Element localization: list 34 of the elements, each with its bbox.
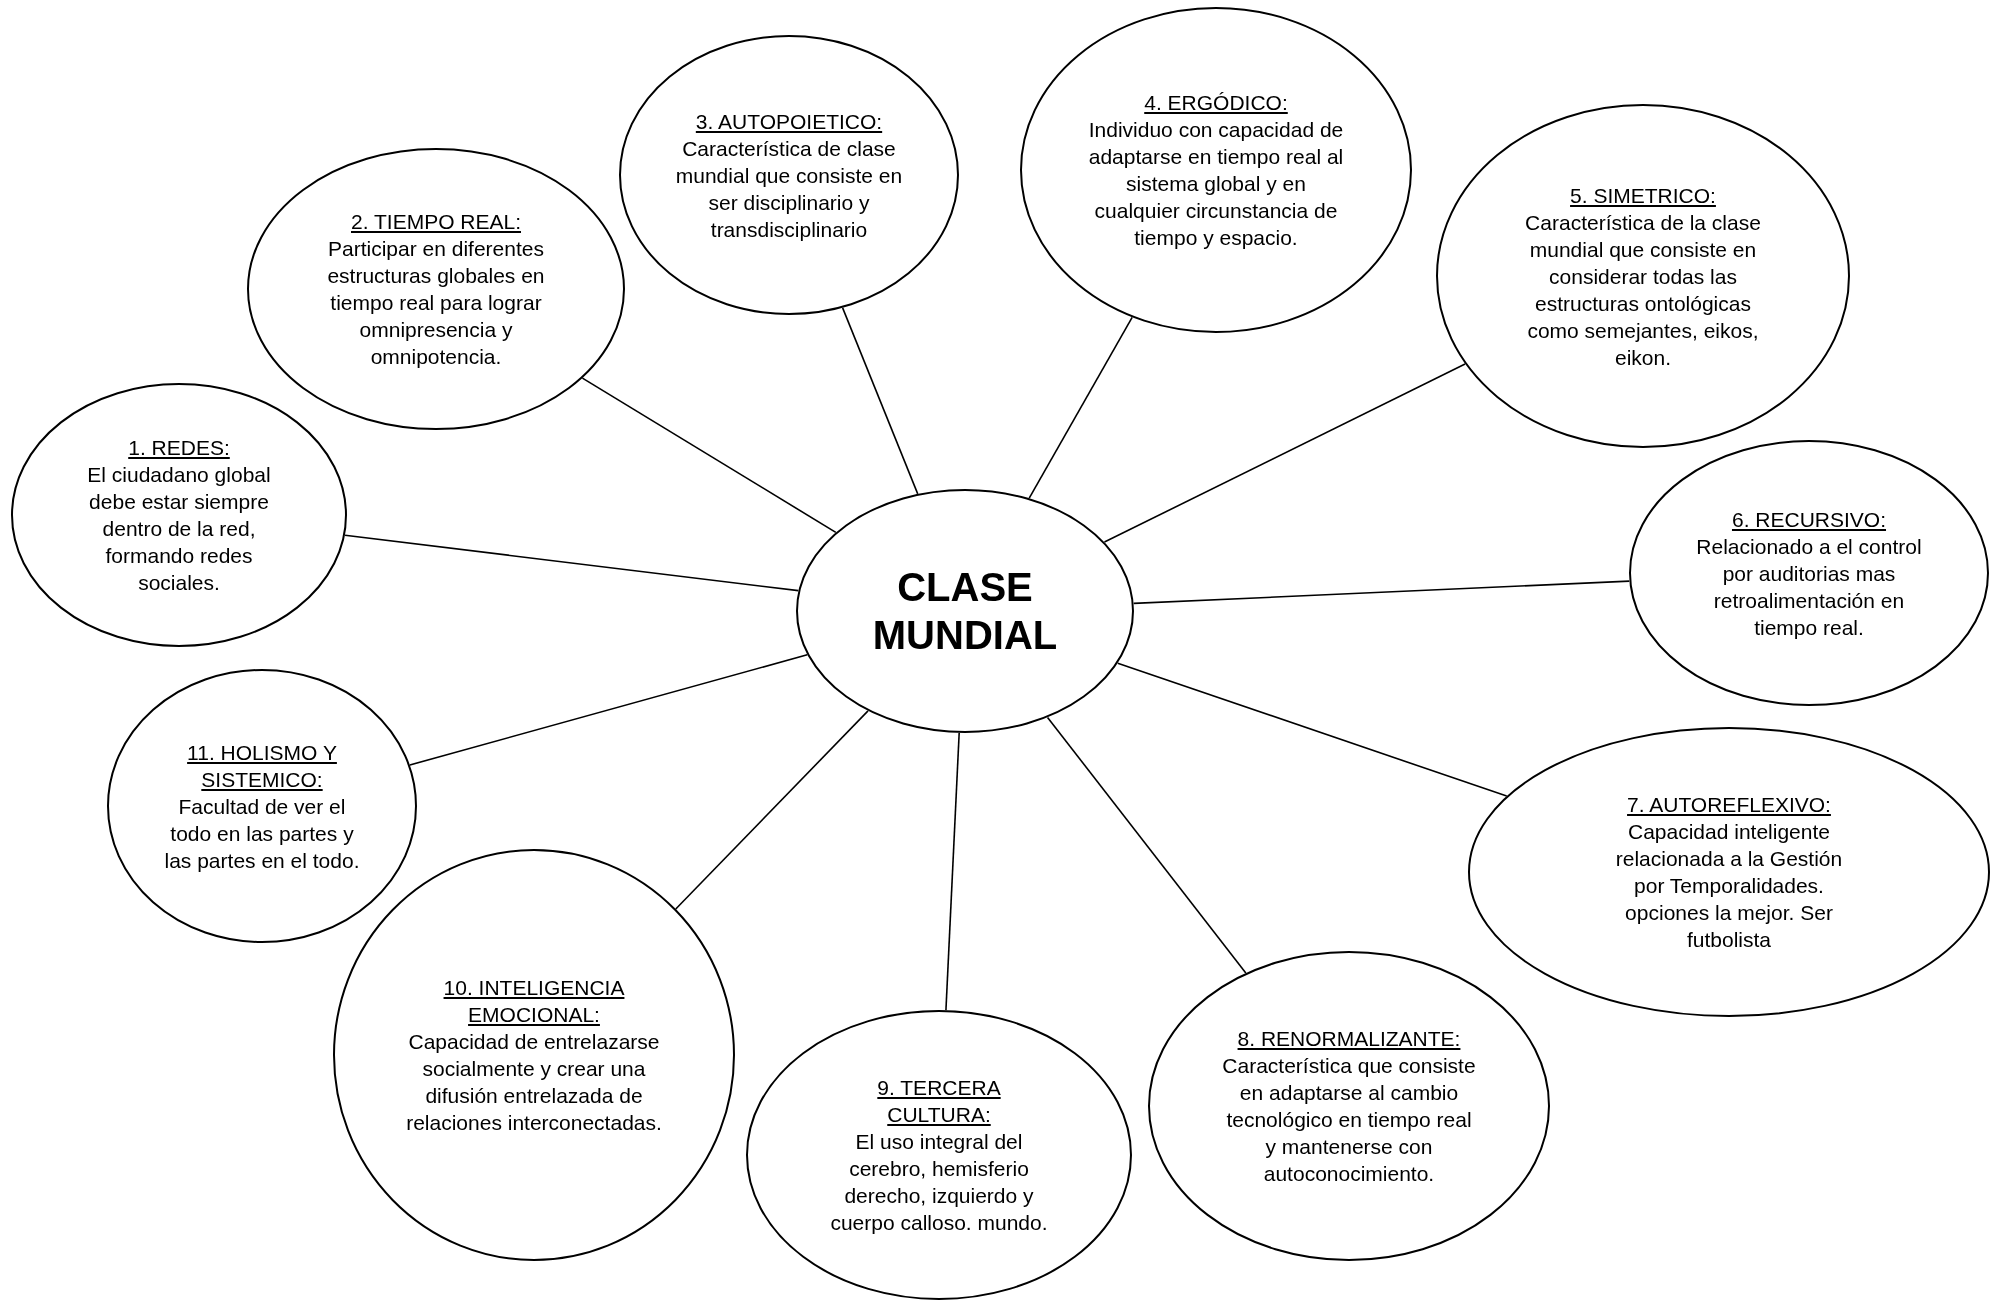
connector-line [841, 307, 919, 495]
node-text: Capacidad de entrelazarse socialmente y crear una difusión entrelazada de relaciones interconectadas. [405, 1029, 663, 1136]
connector-line [409, 653, 809, 766]
connector-line [1028, 316, 1133, 499]
node-text: Individuo con capacidad de adaptarse en tiempo real al sistema global y en cualquier circunstancia de tiempo y espacio. [1087, 117, 1345, 251]
node-text: El uso integral del cerebro, hemisferio derecho, izquierdo y cuerpo calloso. mundo. [829, 1129, 1049, 1236]
connector-line [581, 377, 837, 534]
node-text: Característica de la clase mundial que consiste en considerar todas las estructuras ontológicas como semejantes, eikos, eikon. [1524, 209, 1762, 371]
node-text: Característica que consiste en adaptarse al cambio tecnológico en tiempo real y mantenerse con autoconocimiento. [1221, 1053, 1477, 1187]
connector-line [1132, 580, 1631, 605]
connector-line [1103, 363, 1466, 543]
connector-line [344, 534, 800, 592]
connector-line [945, 732, 960, 1011]
node-text: Relacionado a el control por auditorias mas retroalimentación en tiempo real. [1695, 533, 1923, 641]
node-heading: 3. AUTOPOIETICO: [694, 108, 884, 135]
node-text: Capacidad inteligente relacionada a la Gestión por Temporalidades. opciones la mejor. Ser futbolista [1614, 819, 1844, 953]
node-heading: 7. AUTOREFLEXIVO: [1626, 792, 1832, 818]
connector-line [1046, 716, 1247, 974]
node-text: Característica de clase mundial que consiste en ser disciplinario y transdisciplinario [674, 135, 904, 243]
node-heading: 10. INTELIGENCIA EMOCIONAL: [442, 975, 626, 1028]
node-heading: 8. RENORMALIZANTE: [1236, 1026, 1462, 1052]
node-heading: 1. REDES: [127, 435, 231, 461]
node-text: Facultad de ver el todo en las partes y las partes en el todo. [163, 793, 361, 874]
node-heading: 5. SIMETRICO: [1569, 182, 1717, 209]
node-text: Participar en diferentes estructuras globales en tiempo real para lograr omnipresencia y omnipotencia. [326, 236, 546, 370]
connector-line [674, 710, 869, 910]
node-heading: 11. HOLISMO Y SISTEMICO: [186, 739, 338, 793]
node-heading: 6. RECURSIVO: [1730, 506, 1887, 533]
node-heading: 9. TERCERA CULTURA: [876, 1075, 1002, 1128]
node-heading: 2. TIEMPO REAL: [350, 209, 522, 235]
central-topic: CLASE MUNDIAL [871, 564, 1059, 659]
connector-line [1116, 662, 1508, 797]
node-heading: 4. ERGÓDICO: [1143, 90, 1289, 116]
node-text: El ciudadano global debe estar siempre dentro de la red, formando redes sociales. [86, 462, 272, 596]
